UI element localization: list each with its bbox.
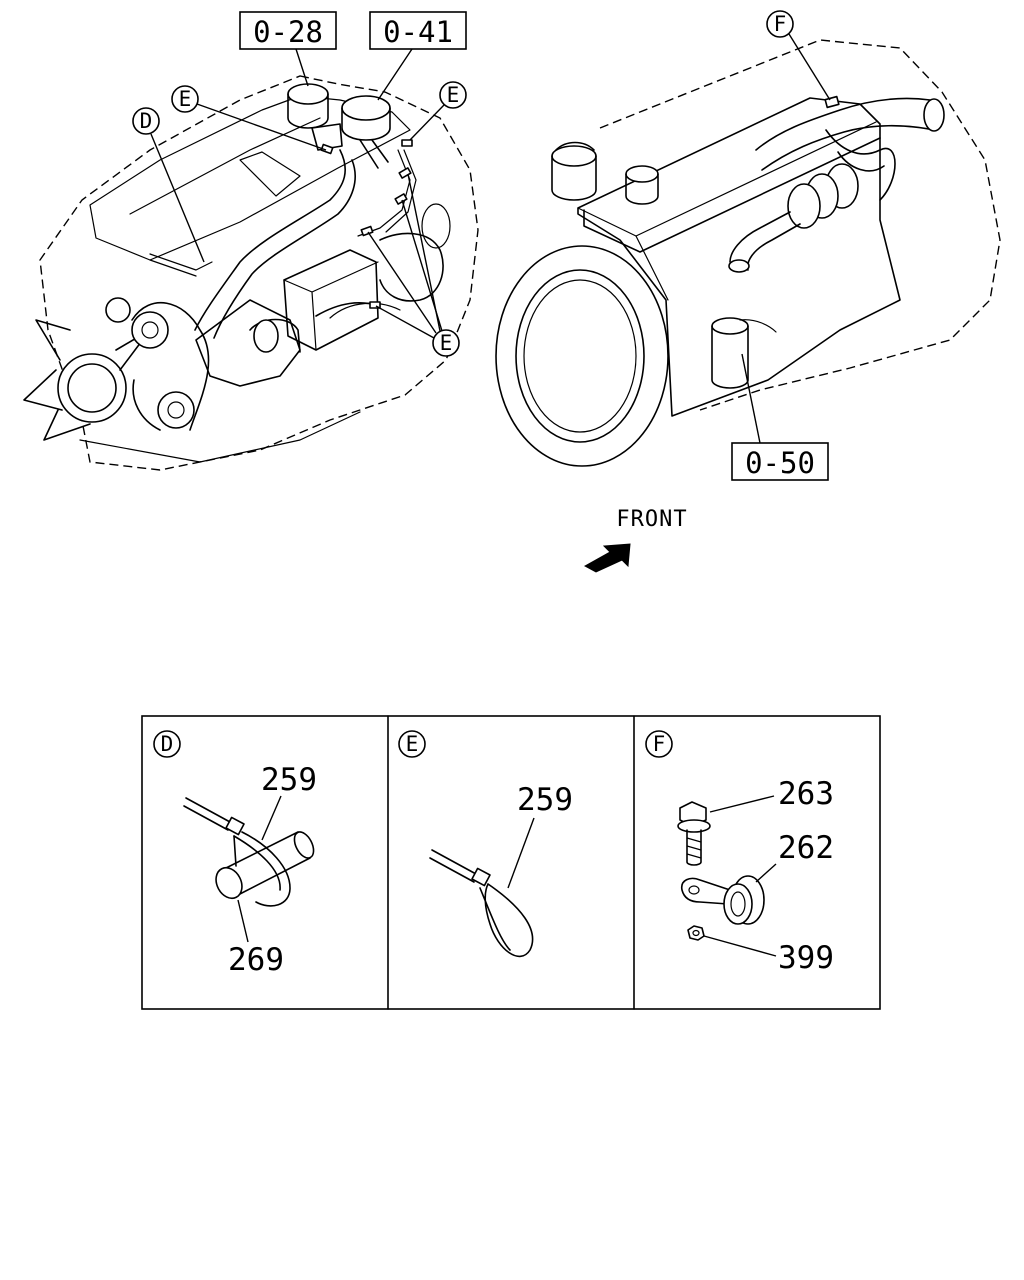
detail-panel-d: D 259 269 <box>153 730 317 978</box>
callout-e-upper-left-label: E <box>179 87 192 111</box>
reference-label-050: 0-50 <box>745 446 815 480</box>
callout-f[interactable]: F <box>766 10 794 38</box>
tie-strap-259-shape-e <box>429 849 534 957</box>
panel-f-part-263-label: 263 <box>778 776 834 812</box>
callout-e-lower[interactable]: E <box>432 329 460 357</box>
panel-d-part-269-label: 269 <box>228 942 284 978</box>
callout-e-upper-left[interactable]: E <box>171 85 199 113</box>
nut-399-shape <box>687 925 705 941</box>
front-label: FRONT <box>616 507 687 532</box>
front-arrow-icon <box>583 543 631 573</box>
bolt-263-shape <box>677 801 711 866</box>
panel-d-part-259-label: 259 <box>261 762 317 798</box>
clip-262-shape <box>680 875 765 925</box>
tie-strap-259-shape <box>183 797 291 907</box>
panel-f-callout: F <box>645 730 673 758</box>
panel-e-letter: E <box>406 732 419 756</box>
detail-panel-f: F 263 262 399 <box>645 730 834 976</box>
right-engine-illustration <box>495 39 1001 467</box>
detail-panel-e: E 259 <box>398 730 573 957</box>
reference-label-041: 0-41 <box>383 15 453 49</box>
callout-d-label: D <box>140 109 153 133</box>
callout-d[interactable]: D <box>132 107 160 135</box>
reference-box-041[interactable]: 0-41 <box>369 11 467 50</box>
callout-e-lower-label: E <box>440 331 453 355</box>
pipe-269-shape <box>215 831 315 900</box>
panel-f-part-399-label: 399 <box>778 940 834 976</box>
reference-label-028: 0-28 <box>253 15 323 49</box>
callout-f-label: F <box>774 12 787 36</box>
panel-e-part-259-label: 259 <box>517 782 573 818</box>
reference-box-050[interactable]: 0-50 <box>731 442 829 481</box>
panel-f-part-262-label: 262 <box>778 830 834 866</box>
left-engine-illustration <box>23 75 479 471</box>
panel-e-callout: E <box>398 730 426 758</box>
panel-d-callout: D <box>153 730 181 758</box>
detail-panels <box>141 715 881 1010</box>
callout-e-upper-right[interactable]: E <box>439 81 467 109</box>
reference-box-028[interactable]: 0-28 <box>239 11 337 50</box>
panel-f-letter: F <box>653 732 666 756</box>
callout-e-upper-right-label: E <box>447 83 460 107</box>
panel-d-letter: D <box>161 732 174 756</box>
